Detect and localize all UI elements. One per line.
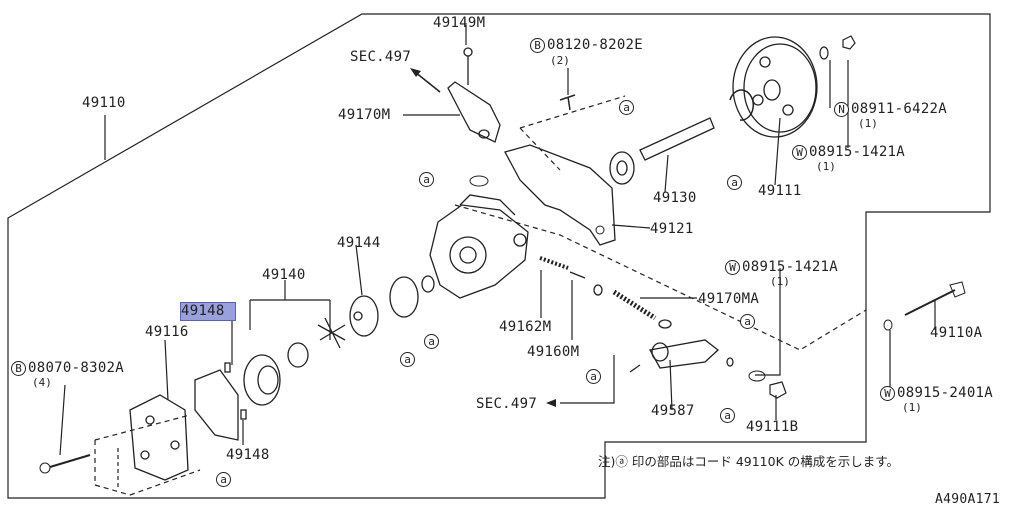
part-label-49170MA[interactable]: 49170MA xyxy=(698,291,760,307)
part-label-49148-highlighted[interactable]: 49148 xyxy=(180,302,236,321)
section-ref-bottom[interactable]: SEC.497 xyxy=(476,396,538,412)
part-label-49170M[interactable]: 49170M xyxy=(338,107,391,123)
part-label-49110[interactable]: 49110 xyxy=(82,95,126,111)
part-label-08070-8302A[interactable]: 08070-8302A xyxy=(28,360,125,376)
part-label-08915-1421A-top[interactable]: 08915-1421A xyxy=(809,144,906,160)
part-label-08911-6422A[interactable]: 08911-6422A xyxy=(851,101,948,117)
section-ref-top[interactable]: SEC.497 xyxy=(350,49,412,65)
qty-08915-mid: (1) xyxy=(770,275,790,288)
part-label-49162M[interactable]: 49162M xyxy=(499,319,552,335)
qty-08915-top: (1) xyxy=(816,160,836,173)
part-label-49160M[interactable]: 49160M xyxy=(527,344,580,360)
washer-prefix-icon: W xyxy=(792,145,807,160)
qty-08915-2401: (1) xyxy=(902,401,922,414)
marker-a: a xyxy=(400,352,415,367)
bolt-prefix-icon-2: B xyxy=(11,361,26,376)
marker-a: a xyxy=(619,100,634,115)
qty-08120: (2) xyxy=(550,54,570,67)
part-label-49587[interactable]: 49587 xyxy=(651,403,695,419)
drawing-id: A490A171 xyxy=(935,492,1001,507)
qty-08070: (4) xyxy=(32,376,52,389)
marker-a: a xyxy=(419,172,434,187)
part-label-49148[interactable]: 49148 xyxy=(226,447,270,463)
marker-a: a xyxy=(216,472,231,487)
part-label-08915-1421A-mid[interactable]: 08915-1421A xyxy=(742,259,839,275)
washer-prefix-icon-3: W xyxy=(880,386,895,401)
marker-a: a xyxy=(586,369,601,384)
part-label-49110A[interactable]: 49110A xyxy=(930,325,983,341)
marker-a: a xyxy=(740,314,755,329)
marker-a: a xyxy=(424,334,439,349)
marker-a: a xyxy=(727,175,742,190)
part-label-49121[interactable]: 49121 xyxy=(650,221,694,237)
marker-a: a xyxy=(720,408,735,423)
nut-prefix-icon: N xyxy=(834,102,849,117)
part-label-49111[interactable]: 49111 xyxy=(758,183,802,199)
bolt-prefix-icon: B xyxy=(530,38,545,53)
part-label-49116[interactable]: 49116 xyxy=(145,324,189,340)
part-label-49149M[interactable]: 49149M xyxy=(433,15,486,31)
part-label-08120-8202E[interactable]: 08120-8202E xyxy=(547,37,644,53)
part-label-08915-2401A[interactable]: 08915-2401A xyxy=(897,385,994,401)
part-label-49140[interactable]: 49140 xyxy=(262,267,306,283)
qty-08911: (1) xyxy=(858,117,878,130)
washer-prefix-icon-2: W xyxy=(725,260,740,275)
part-label-49144[interactable]: 49144 xyxy=(337,235,381,251)
footnote: 注)ⓐ 印の部品はコード 49110K の構成を示します。 xyxy=(598,454,900,469)
part-label-49111B[interactable]: 49111B xyxy=(746,419,799,435)
part-label-49130[interactable]: 49130 xyxy=(653,190,697,206)
